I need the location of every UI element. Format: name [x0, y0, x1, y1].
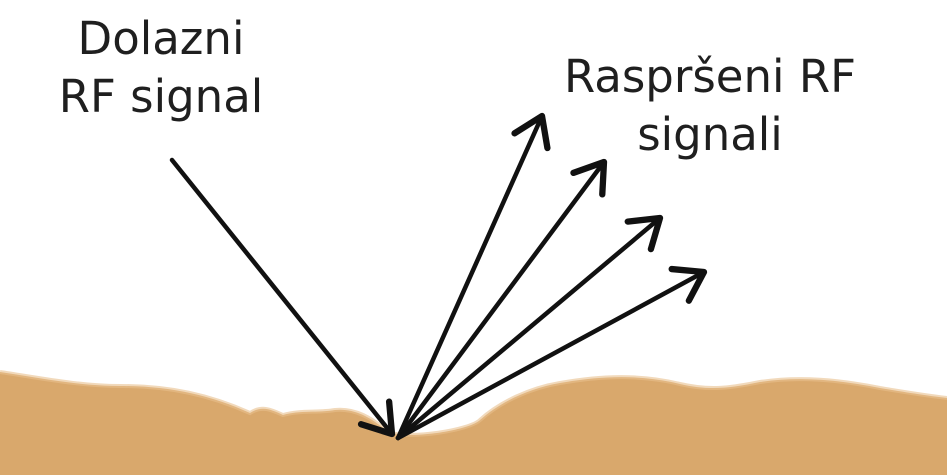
scattered-label-line-2: signali: [637, 108, 783, 161]
scattered-signal-arrow-4: [395, 265, 708, 441]
scattered-label-line-1: Raspršeni RF: [564, 50, 856, 103]
ground-highlight: [0, 370, 947, 437]
scattered-signal-arrow-3: [395, 214, 664, 441]
scattered-signal-arrow-2: [395, 158, 608, 441]
incoming-signal-label: Dolazni RF signal: [56, 10, 266, 126]
incoming-label-line-1: Dolazni: [77, 12, 245, 65]
rough-ground-surface: [0, 372, 947, 475]
scattered-signal-arrow-1: [395, 112, 551, 441]
incoming-label-line-2: RF signal: [58, 70, 264, 123]
incoming-signal-arrow: [169, 157, 396, 438]
scattered-signals-label: Raspršeni RF signali: [560, 48, 860, 164]
